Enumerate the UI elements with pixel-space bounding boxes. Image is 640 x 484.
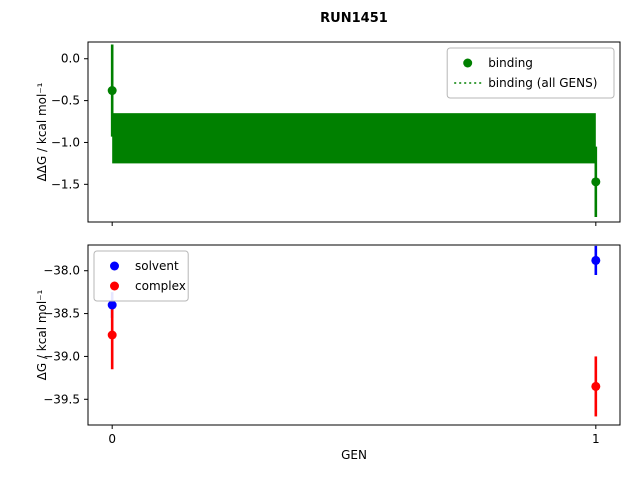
y-tick-label: −38.5 (43, 307, 80, 321)
binding-marker (107, 86, 117, 96)
y-tick-label: −1.0 (51, 135, 80, 149)
top-plot: 0.0 −0.5 −1.0 −1.5 binding binding (all GENS) (51, 41, 621, 226)
legend-marker-sample (463, 58, 473, 68)
y-tick-label: −38.0 (43, 264, 80, 278)
y-tick-label: −1.5 (51, 177, 80, 191)
y-tick-label: −39.0 (43, 349, 80, 363)
binding-marker (591, 177, 601, 187)
y-tick-label: 0.0 (61, 52, 80, 66)
top-y-axis-label: ΔΔG / kcal mol⁻¹ (35, 82, 49, 181)
legend-marker-sample (110, 281, 119, 291)
bottom-y-axis-label: ΔG / kcal mol⁻¹ (35, 289, 49, 380)
legend: solvent complex (93, 250, 189, 302)
legend-label: complex (135, 279, 186, 293)
axes-frame (87, 41, 621, 223)
legend-marker-sample (110, 261, 119, 271)
y-tick-label: −39.5 (43, 392, 80, 406)
axes-frame (87, 244, 621, 426)
complex-marker (107, 330, 117, 340)
legend-box (446, 47, 615, 99)
y-tick-label: −0.5 (51, 94, 80, 108)
bottom-plot: −38.0 −38.5 −39.0 −39.5 0 1 solvent complex (43, 244, 621, 446)
legend-label: binding (488, 56, 533, 70)
legend: binding binding (all GENS) (446, 47, 615, 99)
x-tick-label: 1 (592, 432, 600, 446)
x-axis-label: GEN (341, 448, 367, 462)
legend-label: binding (all GENS) (488, 76, 597, 90)
uncertainty-band (112, 113, 596, 164)
figure-title: RUN1451 (320, 11, 388, 26)
complex-marker (591, 381, 601, 391)
plots-layer: 0.0 −0.5 −1.0 −1.5 binding binding (all GENS)… (43, 41, 621, 446)
solvent-marker (107, 300, 117, 310)
legend-label: solvent (135, 259, 179, 273)
x-tick-label: 0 (108, 432, 116, 446)
solvent-marker (591, 255, 601, 265)
